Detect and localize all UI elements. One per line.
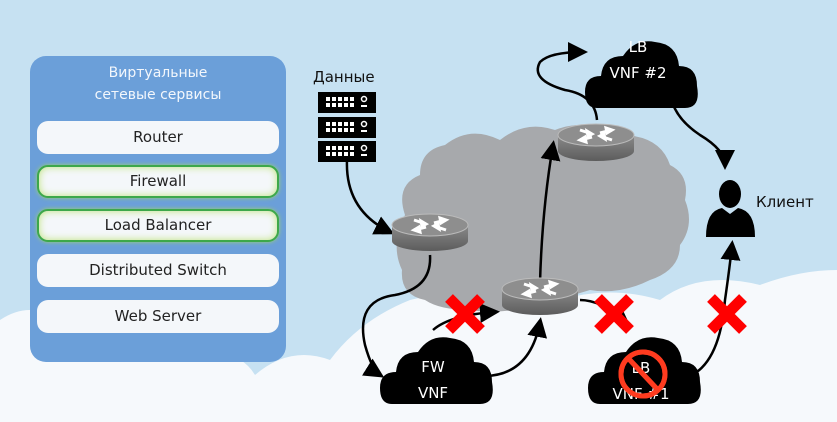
service-router[interactable]: Router xyxy=(37,121,279,154)
router-core[interactable] xyxy=(500,276,580,317)
server-icon xyxy=(317,91,377,114)
service-firewall[interactable]: Firewall xyxy=(37,165,279,198)
lb-vnf1-text: LB VNF #1 xyxy=(612,359,670,403)
service-load-balancer[interactable]: Load Balancer xyxy=(37,209,279,242)
server-icon xyxy=(317,140,377,163)
virtual-services-panel: Виртуальные сетевые сервисы Router Firew… xyxy=(30,56,286,362)
service-web-server[interactable]: Web Server xyxy=(37,300,279,333)
router-egress[interactable] xyxy=(556,122,636,163)
data-label: Данные xyxy=(313,68,375,86)
client-label: Клиент xyxy=(756,193,814,211)
panel-title: Виртуальные сетевые сервисы xyxy=(94,65,222,103)
fw-vnf-text: FW VNF xyxy=(417,358,449,402)
server-icon xyxy=(317,116,377,139)
client-user-icon xyxy=(706,180,755,237)
service-distributed-switch[interactable]: Distributed Switch xyxy=(37,254,279,287)
router-ingress[interactable] xyxy=(390,212,470,253)
lb-vnf2-text: LB VNF #2 xyxy=(609,38,667,82)
